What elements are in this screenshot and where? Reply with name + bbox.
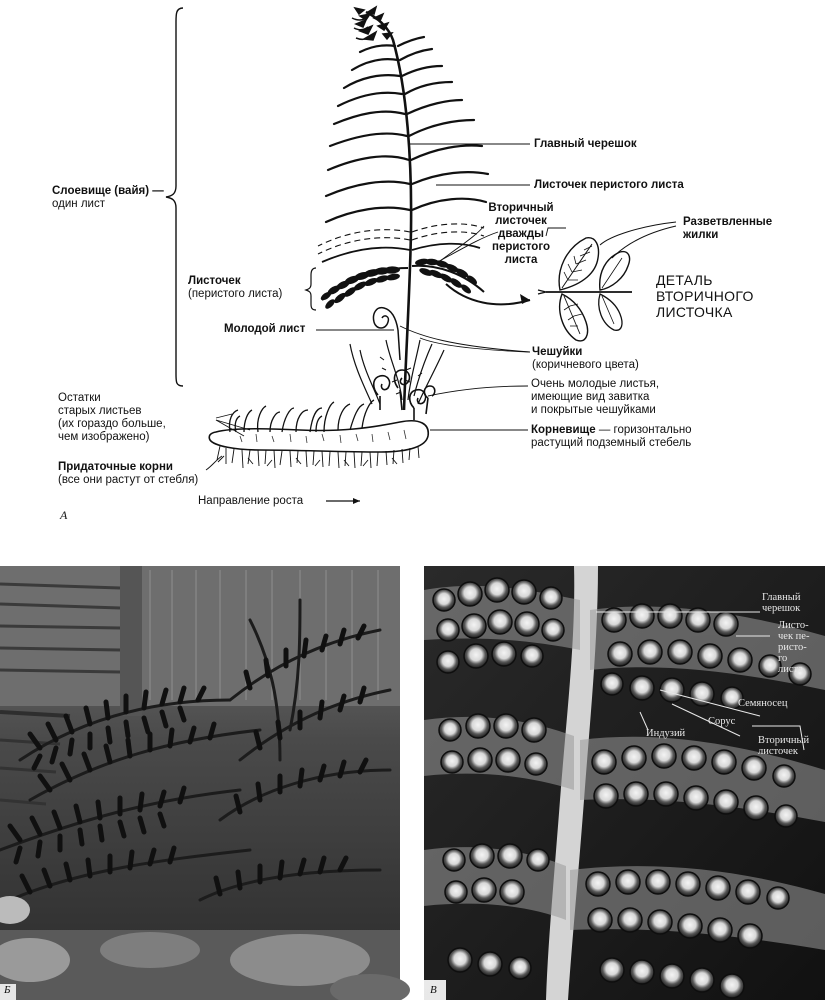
pinnae (324, 35, 490, 224)
main-stalk (365, 10, 413, 411)
scales (379, 356, 423, 395)
fiddleheads-label: Очень молодые листья, имеющие вид завитк… (531, 378, 660, 416)
photo-secondary-leaflet-label: Вторичный листочек (758, 735, 810, 757)
fiddleheads (372, 369, 436, 420)
frond-brace (165, 7, 184, 387)
panel-letter-v: В (430, 984, 437, 996)
pinnule-detail (537, 221, 677, 342)
sori (432, 577, 812, 999)
photo-main-petiole-label: Главный черешок (762, 592, 801, 614)
leader-lines (205, 143, 566, 471)
main-petiole-label: Главный черешок (534, 138, 637, 150)
photo-indusium-stalk-label: Семяносец (738, 698, 788, 709)
photo-sori-closeup (424, 566, 825, 1000)
old-leaves (228, 399, 375, 433)
scales-label: Чешуйки (коричневого цвета) (532, 346, 639, 371)
pinna-label: Листочек перистого листа (534, 179, 684, 191)
fern-diagram (165, 5, 677, 504)
leaflet-label: Листочек (перистого листа) (188, 275, 283, 300)
frond-label: Слоевище (вайя) — один лист (52, 185, 164, 210)
branched-veins-label: Разветвленные жилки (683, 216, 773, 241)
detail-arrow (445, 283, 531, 306)
young-leaf-label: Молодой лист (224, 323, 306, 335)
detailed-leaflet (320, 258, 485, 309)
panel-letter-a: А (60, 508, 68, 522)
photo-pinna-label: Листо- чек пе- ристо- го листа (778, 620, 810, 675)
adventitious-roots-label: Придаточные корни (все они растут от сте… (58, 461, 199, 486)
secondary-pinnule-label: Вторичный листочек дважды перистого лист… (488, 202, 554, 266)
dashed-pinnae (317, 223, 485, 255)
rhizome (208, 420, 429, 453)
fence (0, 566, 400, 806)
ground-rocks (0, 896, 410, 1000)
old-leaves-label: Остатки старых листьев (их гораздо больш… (58, 392, 166, 443)
photo-fern-plant (0, 566, 410, 1000)
photo-indusium-label: Индузий (646, 728, 686, 739)
rhizome-label: Корневище — горизонтально растущий подзе… (531, 424, 692, 449)
adventitious-roots (216, 445, 420, 469)
photo-sorus-label: Сорус (708, 716, 736, 727)
growth-direction-label: Направление роста (198, 495, 304, 507)
frond-tip (351, 5, 394, 41)
fern-leaflets (7, 623, 369, 897)
panel-letter-b: Б (4, 984, 11, 996)
leaflet-brace (304, 267, 317, 311)
detail-title: ДЕТАЛЬ ВТОРИЧНОГО ЛИСТОЧКА (656, 272, 754, 320)
young-leaf (372, 306, 401, 361)
photo-leader-lines (596, 611, 805, 751)
